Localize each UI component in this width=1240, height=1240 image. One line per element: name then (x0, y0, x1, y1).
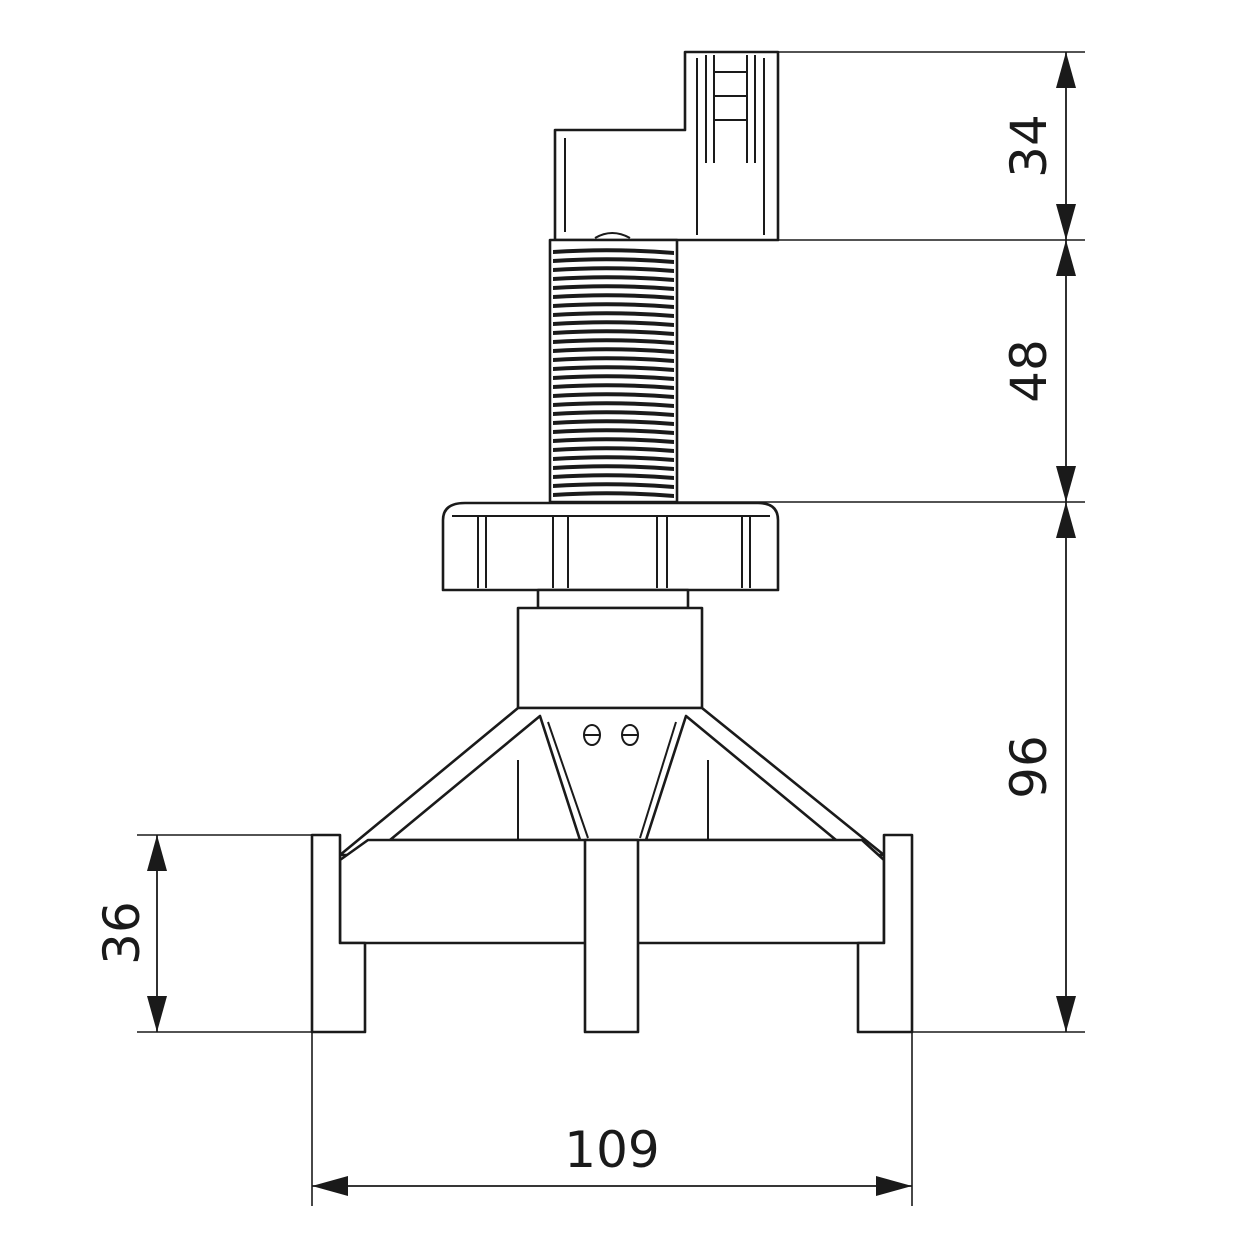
threaded-rod (548, 238, 679, 504)
thread-ridge (553, 338, 674, 345)
dimension-label-thread-length: 48 (1000, 339, 1058, 403)
thread-ridge (553, 401, 674, 408)
dimension-label-overall-width: 109 (564, 1121, 659, 1179)
thread-ridge (553, 356, 674, 363)
thread-ridge (553, 266, 674, 273)
thread-ridge (553, 284, 674, 291)
thread-ridge (553, 383, 674, 390)
thread-ridge (553, 410, 674, 417)
base-feet (310, 833, 914, 1034)
dimension-label-base-height: 96 (1000, 735, 1058, 799)
dimension-thread-length: 48 (677, 240, 1085, 503)
dimension-label-foot-height: 36 (93, 901, 151, 965)
thread-ridge (553, 455, 674, 462)
dimension-overall-width: 109 (311, 1032, 913, 1206)
dimension-label-top-height: 34 (1000, 114, 1058, 178)
adjustment-nut (441, 501, 780, 592)
thread-ridge (553, 419, 674, 426)
thread-ridge (553, 248, 674, 255)
thread-ridge (553, 437, 674, 444)
thread-ridge (553, 491, 674, 498)
support-cone (338, 706, 886, 857)
thread-ridge (553, 257, 674, 264)
thread-ridge (553, 320, 674, 327)
dimension-foot-height: 36 (93, 834, 312, 1033)
top-bracket (553, 50, 780, 242)
thread-ridge (553, 311, 674, 318)
thread-ridges (553, 248, 674, 498)
thread-ridge (553, 446, 674, 453)
dimension-top-height: 34 (778, 51, 1085, 241)
thread-ridge (553, 473, 674, 480)
thread-ridge (553, 392, 674, 399)
dimension-base-height: 96 (912, 502, 1085, 1033)
thread-ridge (553, 275, 674, 282)
thread-ridge (553, 464, 674, 471)
collar (516, 588, 704, 710)
thread-ridge (553, 428, 674, 435)
thread-ridge (553, 365, 674, 372)
thread-ridge (553, 482, 674, 489)
thread-ridge (553, 374, 674, 381)
thread-ridge (553, 302, 674, 309)
thread-ridge (553, 329, 674, 336)
thread-ridge (553, 347, 674, 354)
thread-ridge (553, 293, 674, 300)
